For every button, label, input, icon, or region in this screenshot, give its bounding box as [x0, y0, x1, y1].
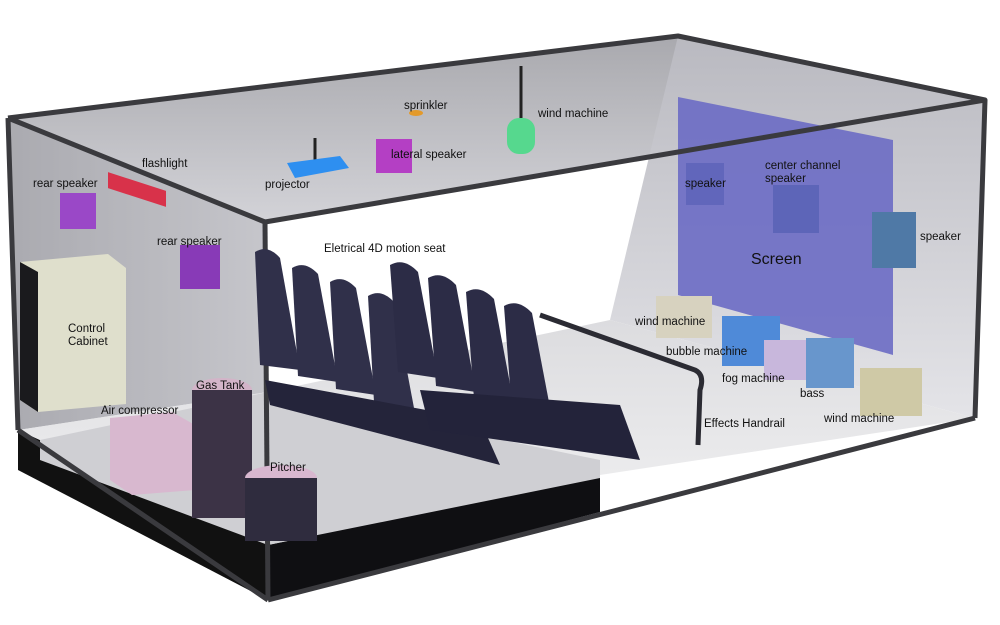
effects-handrail	[539, 312, 705, 446]
rear-speaker-lower	[180, 245, 220, 289]
label-air-compressor: Air compressor	[101, 405, 179, 417]
label-wind-machine-ceiling: wind machine	[538, 108, 609, 120]
floor-slab	[268, 475, 600, 600]
motion-seats-row-back	[255, 249, 414, 408]
label-screen-speaker-left: speaker	[685, 178, 726, 190]
rear-speaker-upper	[60, 193, 96, 229]
label-pitcher: Pitcher	[270, 462, 306, 474]
seat-platform-back	[265, 380, 500, 465]
label-motion-seat: Eletrical 4D motion seat	[324, 243, 446, 255]
label-rear-speaker-upper: rear speaker	[33, 178, 98, 190]
label-rear-speaker-lower: rear speaker	[157, 236, 222, 248]
label-sprinkler: sprinkler	[404, 100, 448, 112]
label-wind-machine-left: wind machine	[635, 316, 706, 328]
frame-bottom-left	[16, 427, 270, 603]
sprinkler	[409, 110, 423, 116]
fog-machine-box	[764, 340, 810, 380]
pitcher	[245, 478, 317, 541]
label-bubble-machine: bubble machine	[666, 346, 748, 358]
gas-tank	[192, 390, 252, 518]
label-screen: Screen	[751, 251, 802, 268]
ceiling-wind-machine	[507, 118, 535, 154]
label-effects-handrail: Effects Handrail	[704, 418, 785, 430]
label-wind-machine-right: wind machine	[824, 413, 895, 425]
label-bass: bass	[800, 388, 825, 400]
label-screen-speaker-right: speaker	[920, 231, 961, 243]
label-projector: projector	[265, 179, 310, 191]
flashlight	[108, 172, 166, 207]
seat-platform-front	[420, 390, 640, 460]
frame-bottom	[267, 415, 976, 603]
control-cabinet-side	[20, 262, 38, 412]
control-cabinet	[20, 254, 126, 412]
bass-box	[806, 338, 854, 388]
label-lateral-speaker: lateral speaker	[391, 149, 467, 161]
air-compressor	[110, 412, 195, 495]
projector	[287, 156, 349, 178]
label-flashlight: flashlight	[142, 158, 188, 170]
label-control-cabinet: Control Cabinet	[68, 323, 108, 348]
label-fog-machine: fog machine	[722, 373, 785, 385]
label-gas-tank: Gas Tank	[196, 380, 245, 392]
frame-right	[972, 99, 988, 419]
motion-seats-row-front	[390, 262, 552, 418]
lateral-speaker	[376, 139, 412, 173]
screen-speaker-center	[773, 185, 819, 233]
wind-machine-box-left	[656, 296, 712, 338]
label-center-channel-speaker: center channel speaker	[765, 160, 841, 185]
wind-machine-box-right	[860, 368, 922, 416]
frame-left-front	[5, 117, 21, 431]
screen-speaker-right	[872, 212, 916, 268]
screen-speaker-left	[686, 163, 724, 205]
